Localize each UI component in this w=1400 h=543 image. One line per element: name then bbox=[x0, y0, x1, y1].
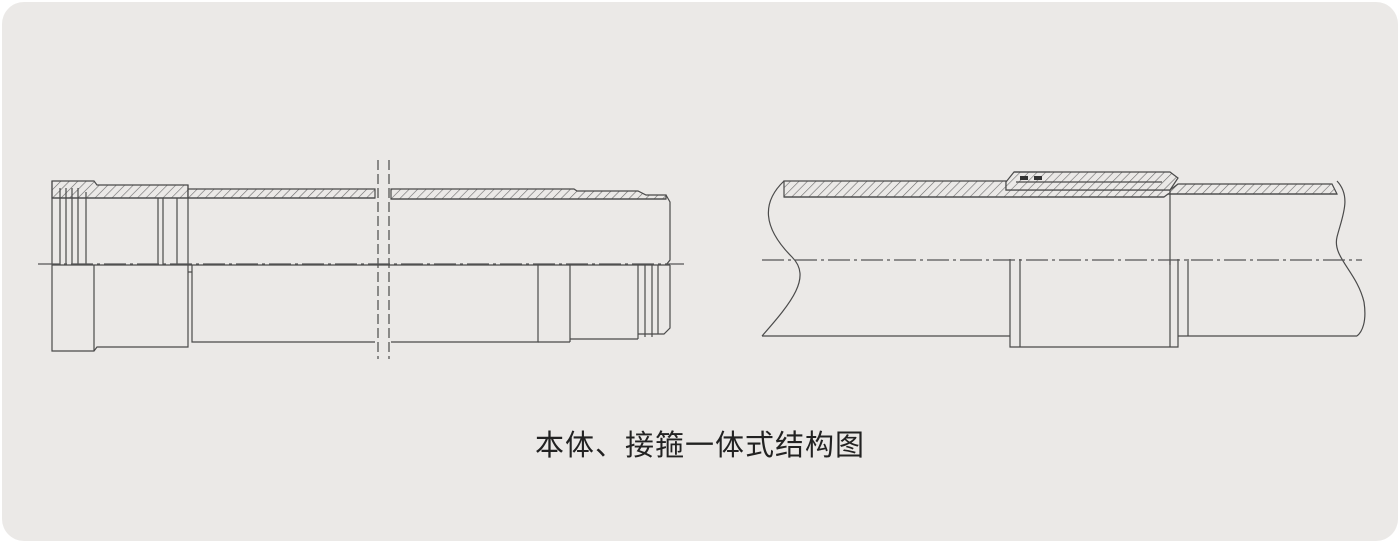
right-pipe-lower-half bbox=[762, 259, 1357, 348]
coupling-seal-rings bbox=[1014, 171, 1162, 183]
figure-caption: 本体、接箍一体式结构图 bbox=[534, 428, 865, 462]
left-pipe-lower-half bbox=[51, 264, 671, 352]
left-pipe-figure bbox=[38, 160, 684, 359]
left-pipe-hatched-wall bbox=[51, 180, 667, 200]
left-pipe-break-lines bbox=[377, 160, 390, 359]
left-socket-grooves bbox=[59, 188, 178, 265]
right-pipe-figure bbox=[761, 171, 1366, 348]
right-pipe-hatched-wall bbox=[783, 171, 1338, 198]
